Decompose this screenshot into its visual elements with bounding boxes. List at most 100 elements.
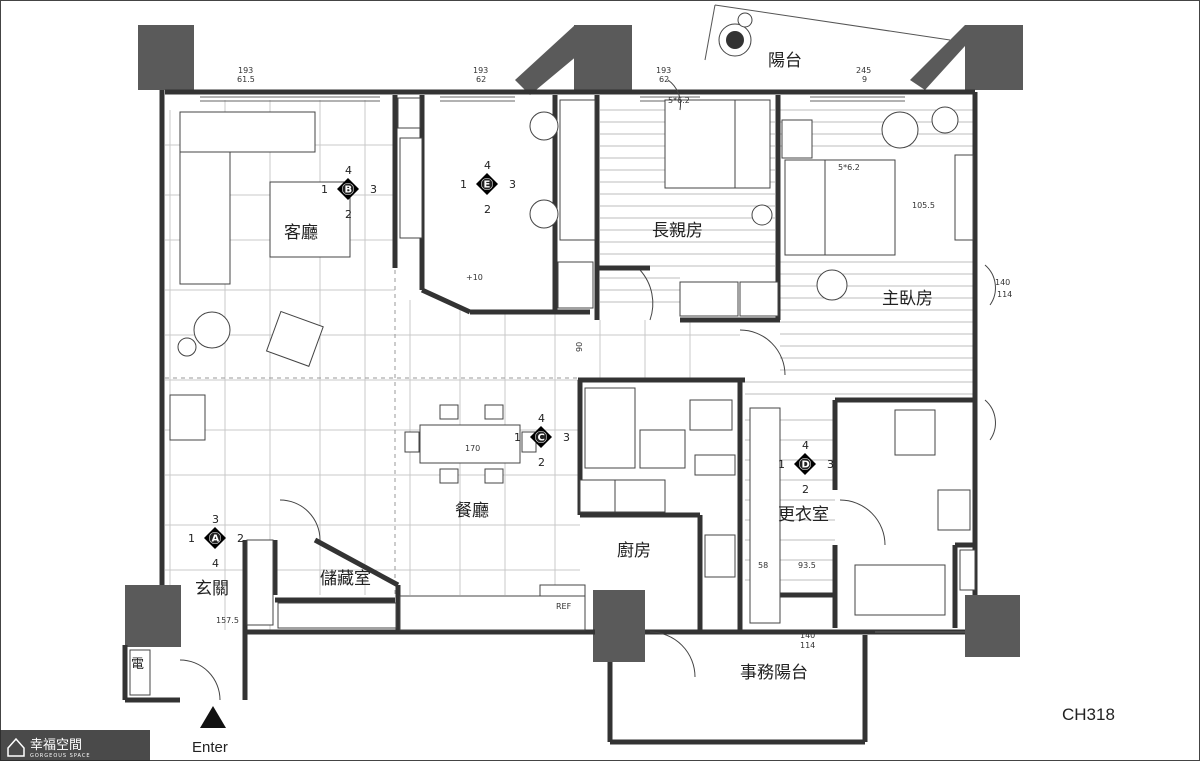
room-label-master-bedroom: 主臥房 bbox=[882, 289, 933, 309]
room-label-kitchen: 廚房 bbox=[617, 540, 651, 561]
master-tv-cabinet bbox=[954, 154, 974, 241]
master-round-table bbox=[881, 111, 919, 149]
column-bottom-right bbox=[965, 595, 1020, 657]
svg-text:A: A bbox=[212, 534, 220, 545]
dim-elder-bed: 5*6.2 bbox=[668, 96, 690, 105]
elevation-marker-d: D 4 1 3 2 bbox=[778, 439, 834, 496]
master-nightstand bbox=[781, 119, 813, 159]
svg-text:2: 2 bbox=[484, 203, 491, 216]
dim-floor-level: +10 bbox=[466, 273, 483, 282]
dining-table bbox=[419, 424, 521, 464]
brand-watermark: 幸福空間 GORGEOUS SPACE bbox=[0, 730, 150, 761]
svg-text:4: 4 bbox=[538, 412, 545, 425]
washing-machine bbox=[639, 429, 686, 469]
svg-text:E: E bbox=[484, 180, 491, 191]
svg-text:B: B bbox=[345, 185, 353, 196]
dim-closet-depth: 58 bbox=[758, 561, 768, 570]
svg-text:4: 4 bbox=[802, 439, 809, 452]
room-label-storage: 儲藏室 bbox=[320, 569, 371, 589]
svg-text:3: 3 bbox=[509, 178, 516, 191]
balcony-plant-core bbox=[726, 31, 744, 49]
dim-side-window-height: 114 bbox=[997, 290, 1012, 299]
svg-text:1: 1 bbox=[514, 431, 521, 444]
elevation-marker-e: E 4 1 3 2 bbox=[460, 159, 516, 216]
dim-window-3-width: 193 bbox=[656, 66, 671, 75]
svg-text:3: 3 bbox=[827, 458, 834, 471]
room-label-dining: 餐廳 bbox=[455, 501, 489, 521]
room-label-foyer: 玄關 bbox=[195, 579, 229, 599]
planter bbox=[169, 394, 206, 441]
dim-window-2-width: 193 bbox=[473, 66, 488, 75]
dim-master-wall: 105.5 bbox=[912, 201, 935, 210]
elevation-marker-b: B 4 1 3 2 bbox=[321, 164, 377, 221]
plan-code: CH318 bbox=[1062, 705, 1115, 724]
walls bbox=[122, 25, 1023, 745]
room-label-balcony: 陽台 bbox=[768, 51, 802, 71]
svg-text:2: 2 bbox=[802, 483, 809, 496]
column-top-right bbox=[965, 25, 1023, 90]
svg-text:C: C bbox=[538, 433, 545, 444]
svg-text:D: D bbox=[802, 460, 810, 471]
master-chair bbox=[931, 106, 959, 134]
room-label-service-balcony: 事務陽台 bbox=[740, 663, 808, 683]
meter-box bbox=[129, 649, 151, 696]
svg-text:1: 1 bbox=[778, 458, 785, 471]
bathroom-sink bbox=[937, 489, 971, 531]
kitchen-counter-corner bbox=[579, 479, 616, 513]
dining-chair bbox=[404, 431, 420, 453]
kitchen-bottom-cabinet bbox=[399, 595, 586, 631]
svg-text:2: 2 bbox=[538, 456, 545, 469]
svg-text:2: 2 bbox=[237, 532, 244, 545]
balcony-plant-small-icon bbox=[737, 12, 753, 28]
tv-cabinet-living bbox=[399, 137, 423, 239]
brand-name: 幸福空間 bbox=[30, 738, 82, 753]
dim-side-window-width: 140 bbox=[995, 278, 1010, 287]
coffee-table bbox=[269, 181, 351, 258]
dim-window-1-width: 193 bbox=[238, 66, 253, 75]
elder-wardrobe-1 bbox=[679, 281, 739, 317]
dim-closet-width: 93.5 bbox=[798, 561, 816, 570]
svg-text:1: 1 bbox=[188, 532, 195, 545]
entry-arrow-icon bbox=[200, 706, 226, 728]
study-wardrobe bbox=[557, 261, 594, 309]
dim-master-bed: 5*6.2 bbox=[838, 163, 860, 172]
lounge-chair bbox=[265, 310, 324, 367]
dining-chair bbox=[484, 468, 504, 484]
dining-chair bbox=[484, 404, 504, 420]
bathtub bbox=[854, 564, 946, 616]
storage-shelf bbox=[277, 602, 397, 629]
room-label-elder-bedroom: 長親房 bbox=[652, 221, 703, 241]
svg-text:2: 2 bbox=[345, 208, 352, 221]
bath-shelf bbox=[959, 549, 976, 591]
svg-text:3: 3 bbox=[212, 513, 219, 526]
master-armchair bbox=[816, 269, 848, 301]
column-bottom-center bbox=[593, 590, 645, 662]
elder-bed-pillows bbox=[734, 99, 771, 189]
doors bbox=[179, 79, 996, 701]
dim-window-4-height: 9 bbox=[862, 75, 867, 84]
dim-entry: 157.5 bbox=[216, 616, 239, 625]
elder-nightstand-lamp-icon bbox=[751, 204, 773, 226]
house-logo-icon bbox=[7, 737, 25, 757]
dim-window-3-height: 62 bbox=[659, 75, 669, 84]
entry-label: Enter bbox=[192, 739, 228, 756]
svg-text:1: 1 bbox=[460, 178, 467, 191]
dining-chair bbox=[439, 468, 459, 484]
sofa-chaise bbox=[179, 151, 231, 285]
laundry-shelf bbox=[694, 454, 736, 476]
room-label-walkin-closet: 更衣室 bbox=[778, 505, 829, 525]
kitchen-sink bbox=[614, 479, 666, 513]
floor-lamp-icon bbox=[177, 337, 197, 357]
elevation-marker-a: A 3 1 2 4 bbox=[188, 513, 244, 570]
dim-dining-table: 170 bbox=[465, 444, 480, 453]
balcony-outline bbox=[704, 4, 951, 61]
column-bottom-left bbox=[125, 585, 181, 647]
dimension-labels: 193 61.5 193 62 193 62 245 9 5*6.2 5*6.2… bbox=[216, 66, 1012, 650]
angled-wall-top-right bbox=[910, 25, 975, 90]
study-chair-1 bbox=[529, 111, 559, 141]
toilet-small bbox=[689, 399, 733, 431]
svg-text:3: 3 bbox=[370, 183, 377, 196]
svg-text:4: 4 bbox=[212, 557, 219, 570]
dim-bottom-window-height: 114 bbox=[800, 641, 815, 650]
